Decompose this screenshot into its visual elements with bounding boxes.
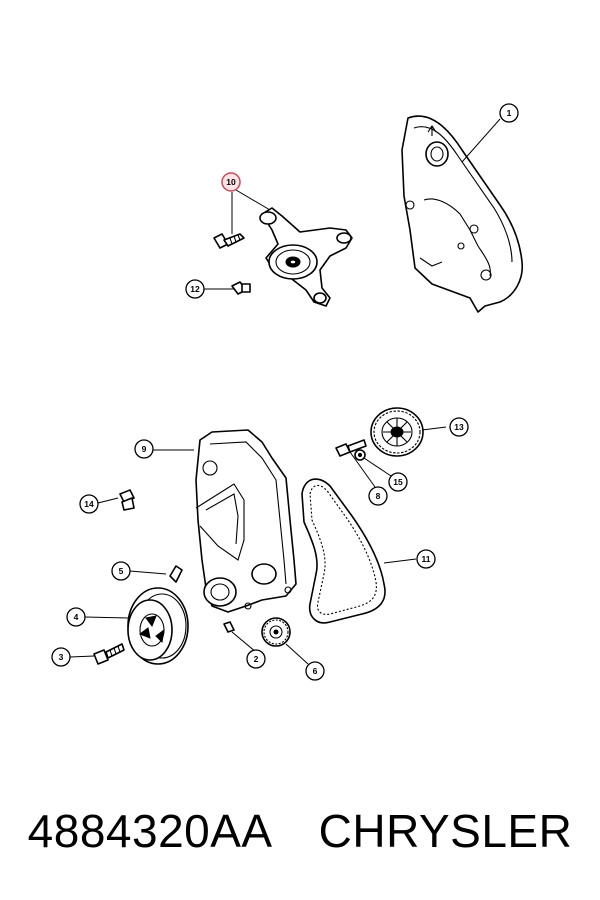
tensioner-bolt <box>213 233 245 249</box>
callout-14[interactable]: 14 <box>79 494 99 514</box>
callout-1-label: 1 <box>507 108 512 118</box>
callout-14-label: 14 <box>84 499 94 509</box>
callout-13-label: 13 <box>454 422 464 432</box>
callout-2[interactable]: 2 <box>246 649 266 669</box>
callout-10-label: 10 <box>226 177 236 187</box>
callout-11-label: 11 <box>422 554 431 564</box>
crankshaft-key <box>169 565 183 583</box>
callout-3-label: 3 <box>59 652 64 662</box>
callout-12[interactable]: 12 <box>185 279 205 299</box>
callout-4-label: 4 <box>74 612 79 622</box>
callout-5[interactable]: 5 <box>111 561 131 581</box>
callout-6-label: 6 <box>313 666 318 676</box>
tensioner-assembly <box>259 207 353 307</box>
brand-name: CHRYSLER <box>318 805 573 857</box>
damper-bolt <box>93 643 125 665</box>
callout-3[interactable]: 3 <box>51 647 71 667</box>
callout-1[interactable]: 1 <box>499 103 519 123</box>
cover-bolt <box>119 489 135 511</box>
small-stud <box>223 621 235 633</box>
callout-13[interactable]: 13 <box>449 417 469 437</box>
tensioner-stud <box>231 281 251 295</box>
caption: 4884320AA CHRYSLER <box>0 796 600 866</box>
callout-8-label: 8 <box>376 491 381 501</box>
callout-2-label: 2 <box>254 654 259 664</box>
callout-4[interactable]: 4 <box>66 607 86 627</box>
callout-12-label: 12 <box>190 284 200 294</box>
leader-lines <box>69 118 501 665</box>
crankshaft-sprocket <box>261 617 291 647</box>
camshaft-sprocket <box>370 407 424 457</box>
callout-15[interactable]: 15 <box>388 472 408 492</box>
upper-timing-cover <box>401 115 524 313</box>
crankshaft-damper <box>127 587 189 665</box>
timing-belt <box>301 478 386 624</box>
callout-15-label: 15 <box>393 477 403 487</box>
lower-timing-cover <box>195 429 297 613</box>
callout-8[interactable]: 8 <box>368 486 388 506</box>
callout-9-label: 9 <box>142 444 147 454</box>
callout-9[interactable]: 9 <box>134 439 154 459</box>
callout-11[interactable]: 11 <box>416 549 436 569</box>
callout-10[interactable]: 10 <box>221 172 241 192</box>
callout-5-label: 5 <box>119 566 124 576</box>
part-number: 4884320AA <box>27 805 273 857</box>
sprocket-washer <box>354 449 366 461</box>
callout-6[interactable]: 6 <box>305 661 325 681</box>
parts-diagram: 1 10 12 9 13 15 8 14 11 5 4 3 <box>51 103 524 681</box>
